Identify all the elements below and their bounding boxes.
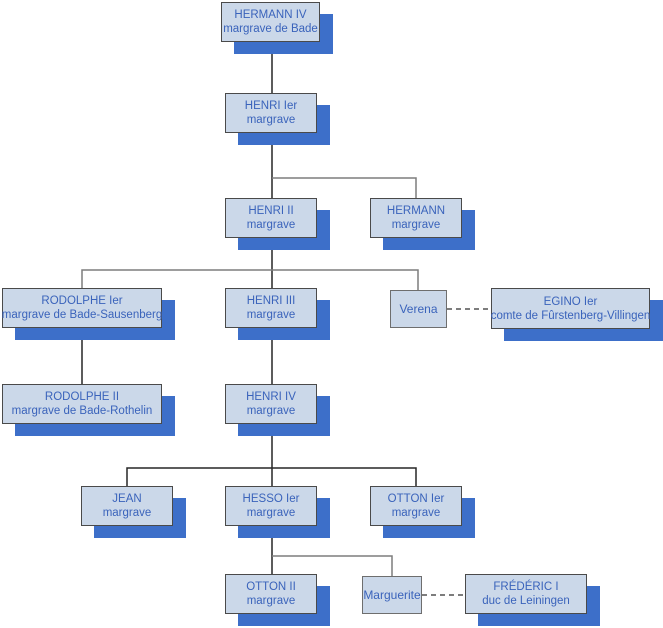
node-jean[interactable]: JEAN margrave — [81, 486, 173, 526]
person-name: OTTON II — [246, 581, 296, 593]
person-name: HESSO Ier — [242, 493, 300, 505]
person-name: OTTON Ier — [387, 493, 445, 505]
person-name: HERMANN — [386, 205, 446, 217]
node-frederic-i[interactable]: FRÉDÉRIC I duc de Leiningen — [465, 574, 587, 614]
person-title: margrave — [246, 595, 296, 607]
node-henri-iv[interactable]: HENRI IV margrave — [225, 384, 317, 424]
person-title: comte de Fûrstenberg-Villingen — [490, 309, 651, 322]
branch-jean-hesso-otton — [126, 467, 417, 486]
person-name: JEAN — [112, 493, 142, 505]
node-hesso-ier[interactable]: HESSO Ier margrave — [225, 486, 317, 526]
node-marguerite[interactable]: Marguerite — [362, 576, 422, 614]
person-title: margrave — [246, 114, 296, 126]
node-egino-ier[interactable]: EGINO Ier comte de Fûrstenberg-Villingen — [491, 288, 650, 329]
person-name: EGINO Ier — [543, 295, 598, 308]
branch-rodolphe-verena — [81, 269, 419, 290]
node-rodolphe-ii[interactable]: RODOLPHE II margrave de Bade-Rothelin — [2, 384, 162, 424]
person-name: HENRI IV — [246, 391, 296, 403]
node-verena[interactable]: Verena — [390, 290, 447, 328]
person-title: margrave — [102, 507, 152, 519]
person-name: HENRI II — [248, 205, 294, 217]
person-name: HENRI III — [246, 295, 296, 307]
person-name: HENRI Ier — [244, 100, 298, 112]
branch-to-hermann — [272, 177, 417, 198]
person-title: margrave de Bade — [223, 23, 318, 35]
person-name: Verena — [399, 302, 438, 316]
node-otton-ier[interactable]: OTTON Ier margrave — [370, 486, 462, 526]
person-title: margrave — [246, 507, 296, 519]
person-title: margrave — [246, 405, 296, 417]
person-title: margrave — [391, 507, 441, 519]
person-title: margrave de Bade-Sausenberg — [1, 309, 163, 321]
node-otton-ii[interactable]: OTTON II margrave — [225, 574, 317, 614]
node-henri-ii[interactable]: HENRI II margrave — [225, 198, 317, 238]
person-name: FRÉDÉRIC I — [493, 581, 559, 593]
node-hermann[interactable]: HERMANN margrave — [370, 198, 462, 238]
person-title: margrave — [246, 309, 296, 321]
person-title: margrave — [391, 219, 441, 231]
person-name: HERMANN IV — [234, 9, 307, 21]
person-name: Marguerite — [363, 588, 421, 602]
person-title: margrave — [246, 219, 296, 231]
person-name: RODOLPHE Ier — [41, 295, 123, 307]
node-henri-ier[interactable]: HENRI Ier margrave — [225, 93, 317, 133]
node-rodolphe-ier[interactable]: RODOLPHE Ier margrave de Bade-Sausenberg — [2, 288, 162, 328]
node-hermann-iv[interactable]: HERMANN IV margrave de Bade — [221, 2, 320, 42]
person-name: RODOLPHE II — [44, 391, 120, 403]
node-henri-iii[interactable]: HENRI III margrave — [225, 288, 317, 328]
person-title: margrave de Bade-Rothelin — [11, 405, 153, 417]
person-title: duc de Leiningen — [482, 595, 570, 607]
branch-to-marguerite — [272, 555, 393, 576]
